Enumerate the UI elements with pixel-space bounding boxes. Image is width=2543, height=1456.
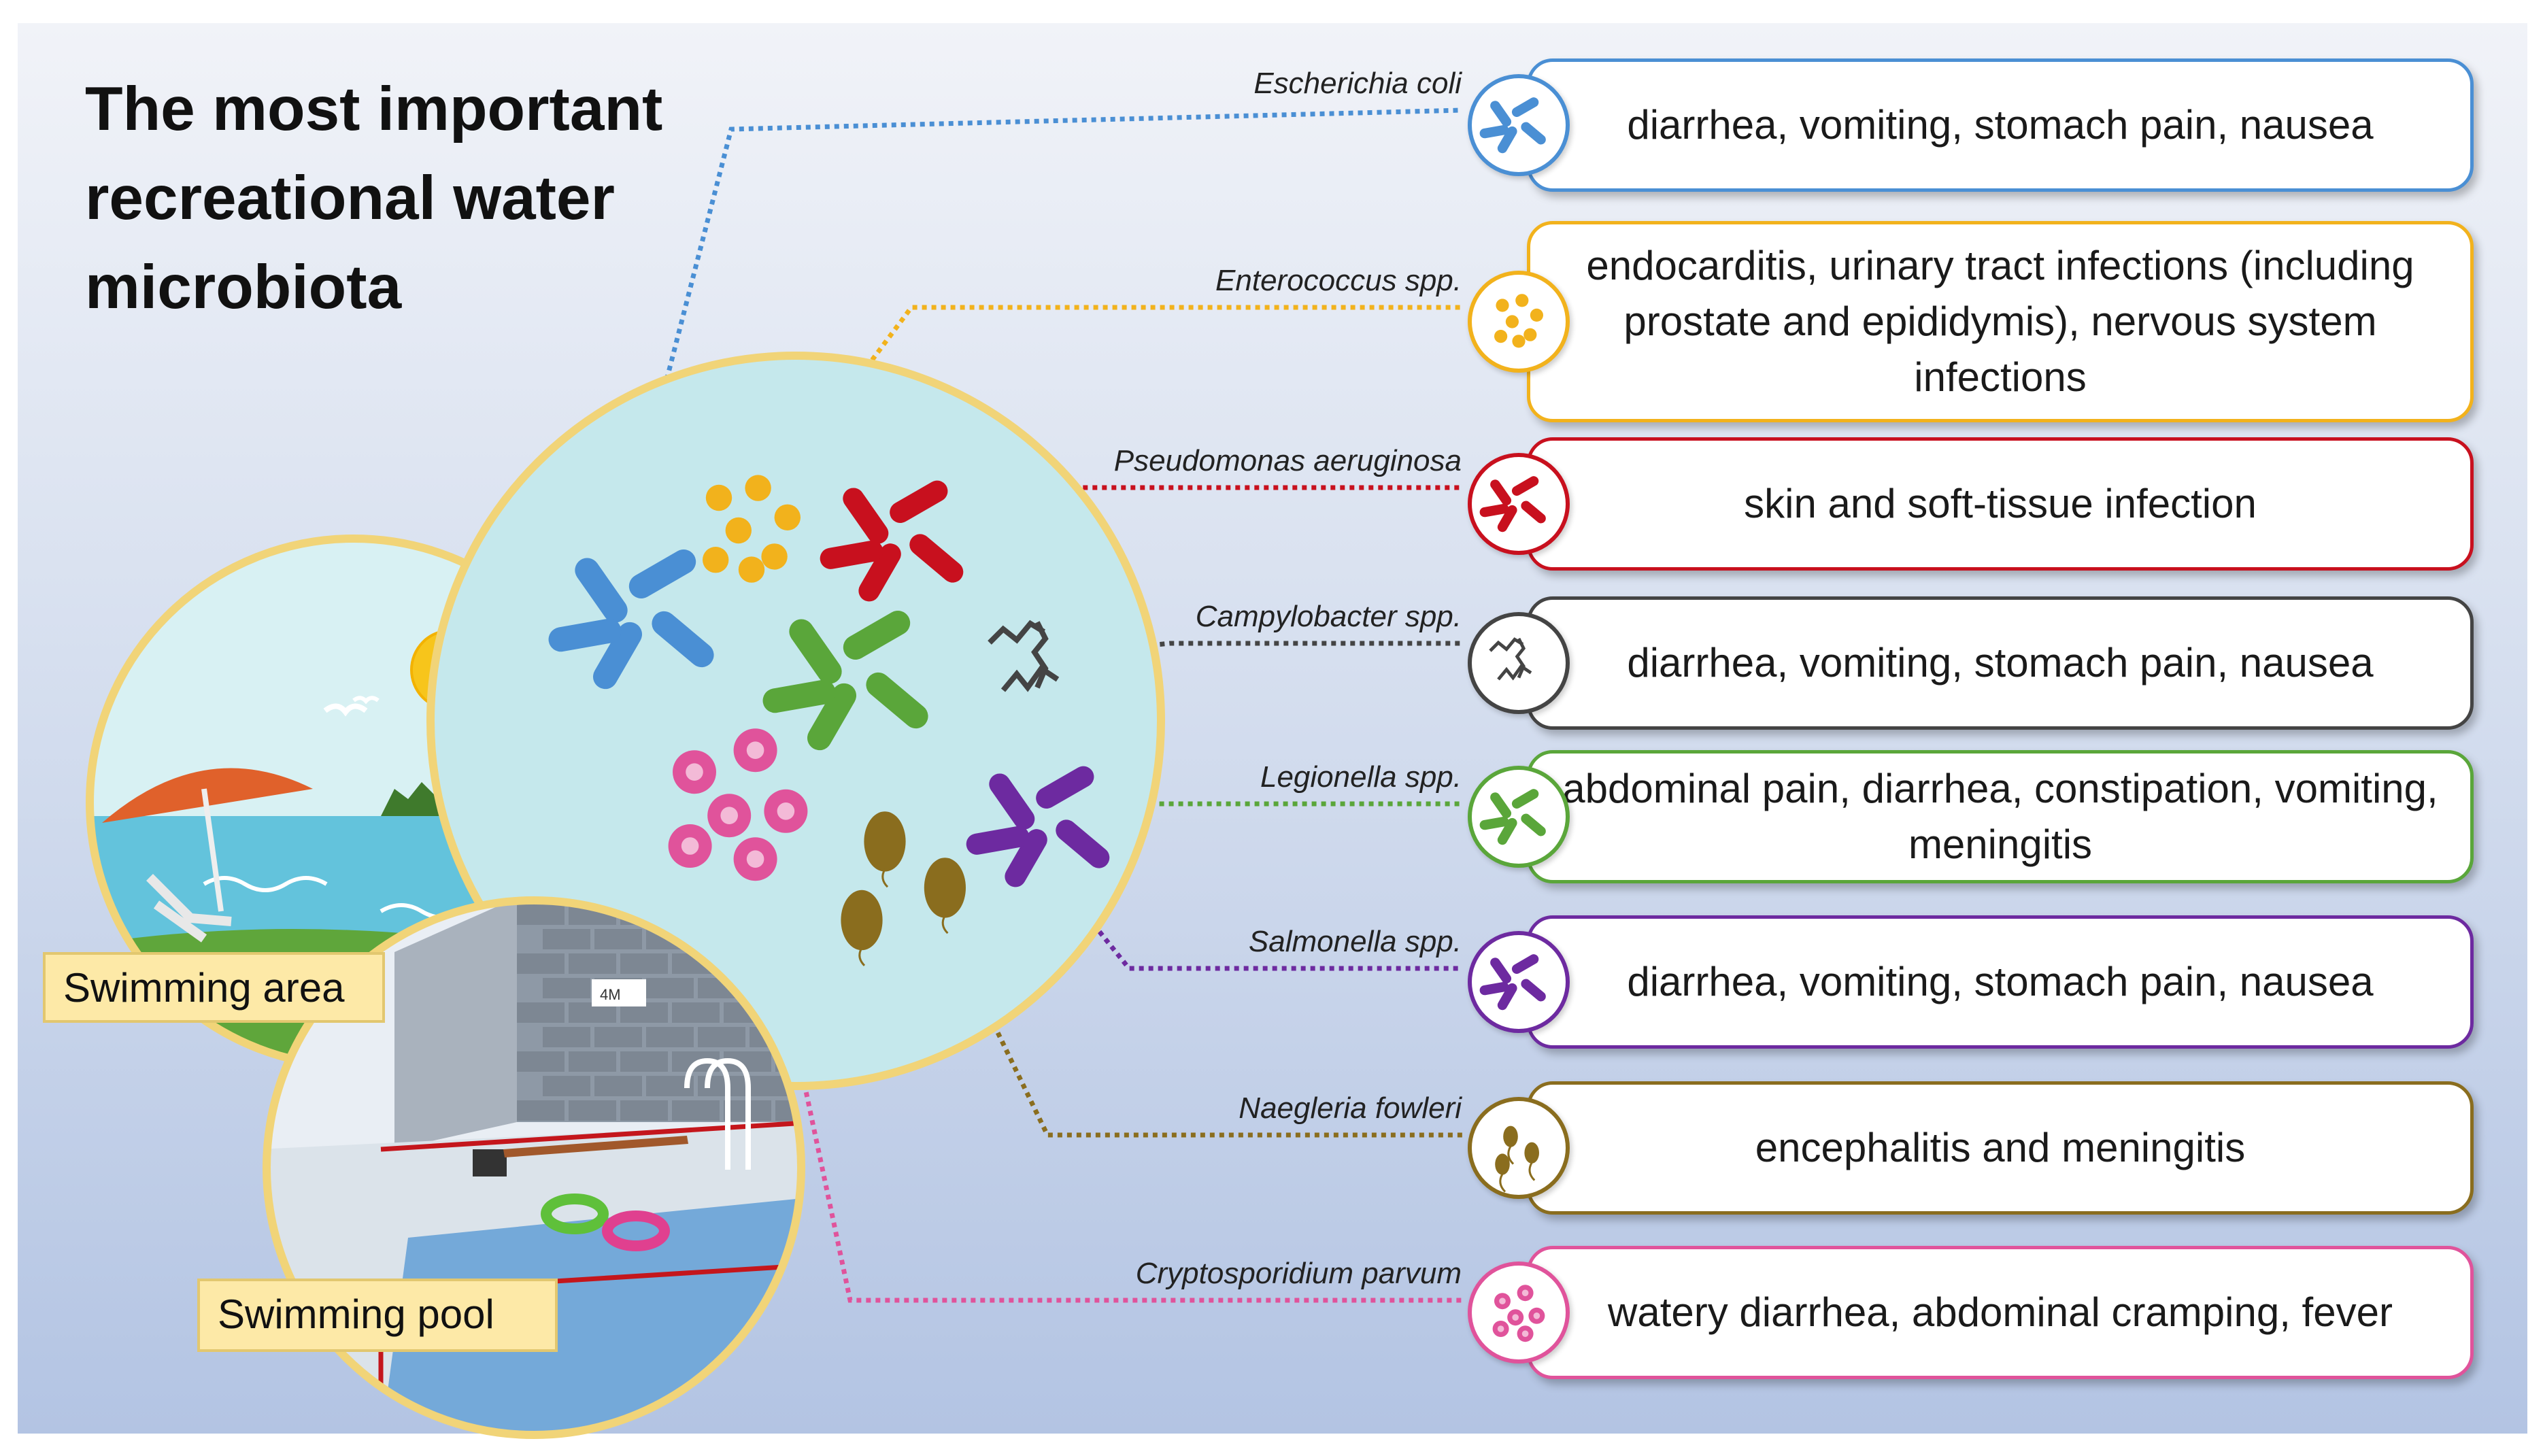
symptom-card: encephalitis and meningitis [1527,1081,2474,1215]
rod-bacteria-icon [1468,766,1570,868]
connector-line [773,305,1462,492]
symptom-text: endocarditis, urinary tract infections (… [1586,243,2414,400]
symptom-card: diarrhea, vomiting, stomach pain, nausea [1527,596,2474,730]
organism-name: Legionella spp. [1260,760,1462,794]
symptom-text: diarrhea, vomiting, stomach pain, nausea [1627,959,2374,1004]
symptom-card: diarrhea, vomiting, stomach pain, nausea [1527,58,2474,192]
symptom-text: diarrhea, vomiting, stomach pain, nausea [1627,102,2374,148]
amoeba-flagellate-icon [1468,1097,1570,1199]
symptom-card: diarrhea, vomiting, stomach pain, nausea [1527,915,2474,1049]
symptom-card: abdominal pain, diarrhea, constipation, … [1527,750,2474,883]
organism-name: Naegleria fowleri [1239,1091,1462,1125]
symptom-card: skin and soft-tissue infection [1527,437,2474,571]
bird-icon [323,703,368,717]
connector-line [609,107,1463,592]
oocyst-icon [1468,1262,1570,1364]
swimming-area-label: Swimming area [43,952,385,1023]
organism-name: Pseudomonas aeruginosa [1113,444,1462,477]
symptom-text: watery diarrhea, abdominal cramping, fev… [1608,1289,2393,1335]
organism-name: Escherichia coli [1253,67,1462,100]
organism-name: Salmonella spp. [1248,925,1462,958]
diagram-title: The most important recreational water mi… [85,75,663,322]
depth-sign: 4M [600,986,621,1003]
organism-name: Campylobacter spp. [1195,600,1462,633]
organism-name: Cryptosporidium parvum [1135,1257,1462,1290]
swimming-pool-label: Swimming pool [197,1279,558,1352]
symptom-text: skin and soft-tissue infection [1744,481,2257,526]
rod-bacteria-icon [1468,931,1570,1033]
symptom-text: diarrhea, vomiting, stomach pain, nausea [1627,640,2374,685]
symptom-card: endocarditis, urinary tract infections (… [1527,221,2474,422]
rod-bacteria-icon [1468,74,1570,176]
bird-icon [352,696,380,705]
cocci-bacteria-icon [1468,271,1570,373]
symptom-text: encephalitis and meningitis [1755,1125,2246,1170]
symptom-text: abdominal pain, diarrhea, constipation, … [1562,766,2438,867]
rod-bacteria-icon [1468,453,1570,555]
spiral-bacteria-icon [1468,612,1570,714]
microbiota-circle [426,352,1165,1090]
symptom-card: watery diarrhea, abdominal cramping, fev… [1527,1246,2474,1379]
organism-name: Enterococcus spp. [1215,264,1462,297]
